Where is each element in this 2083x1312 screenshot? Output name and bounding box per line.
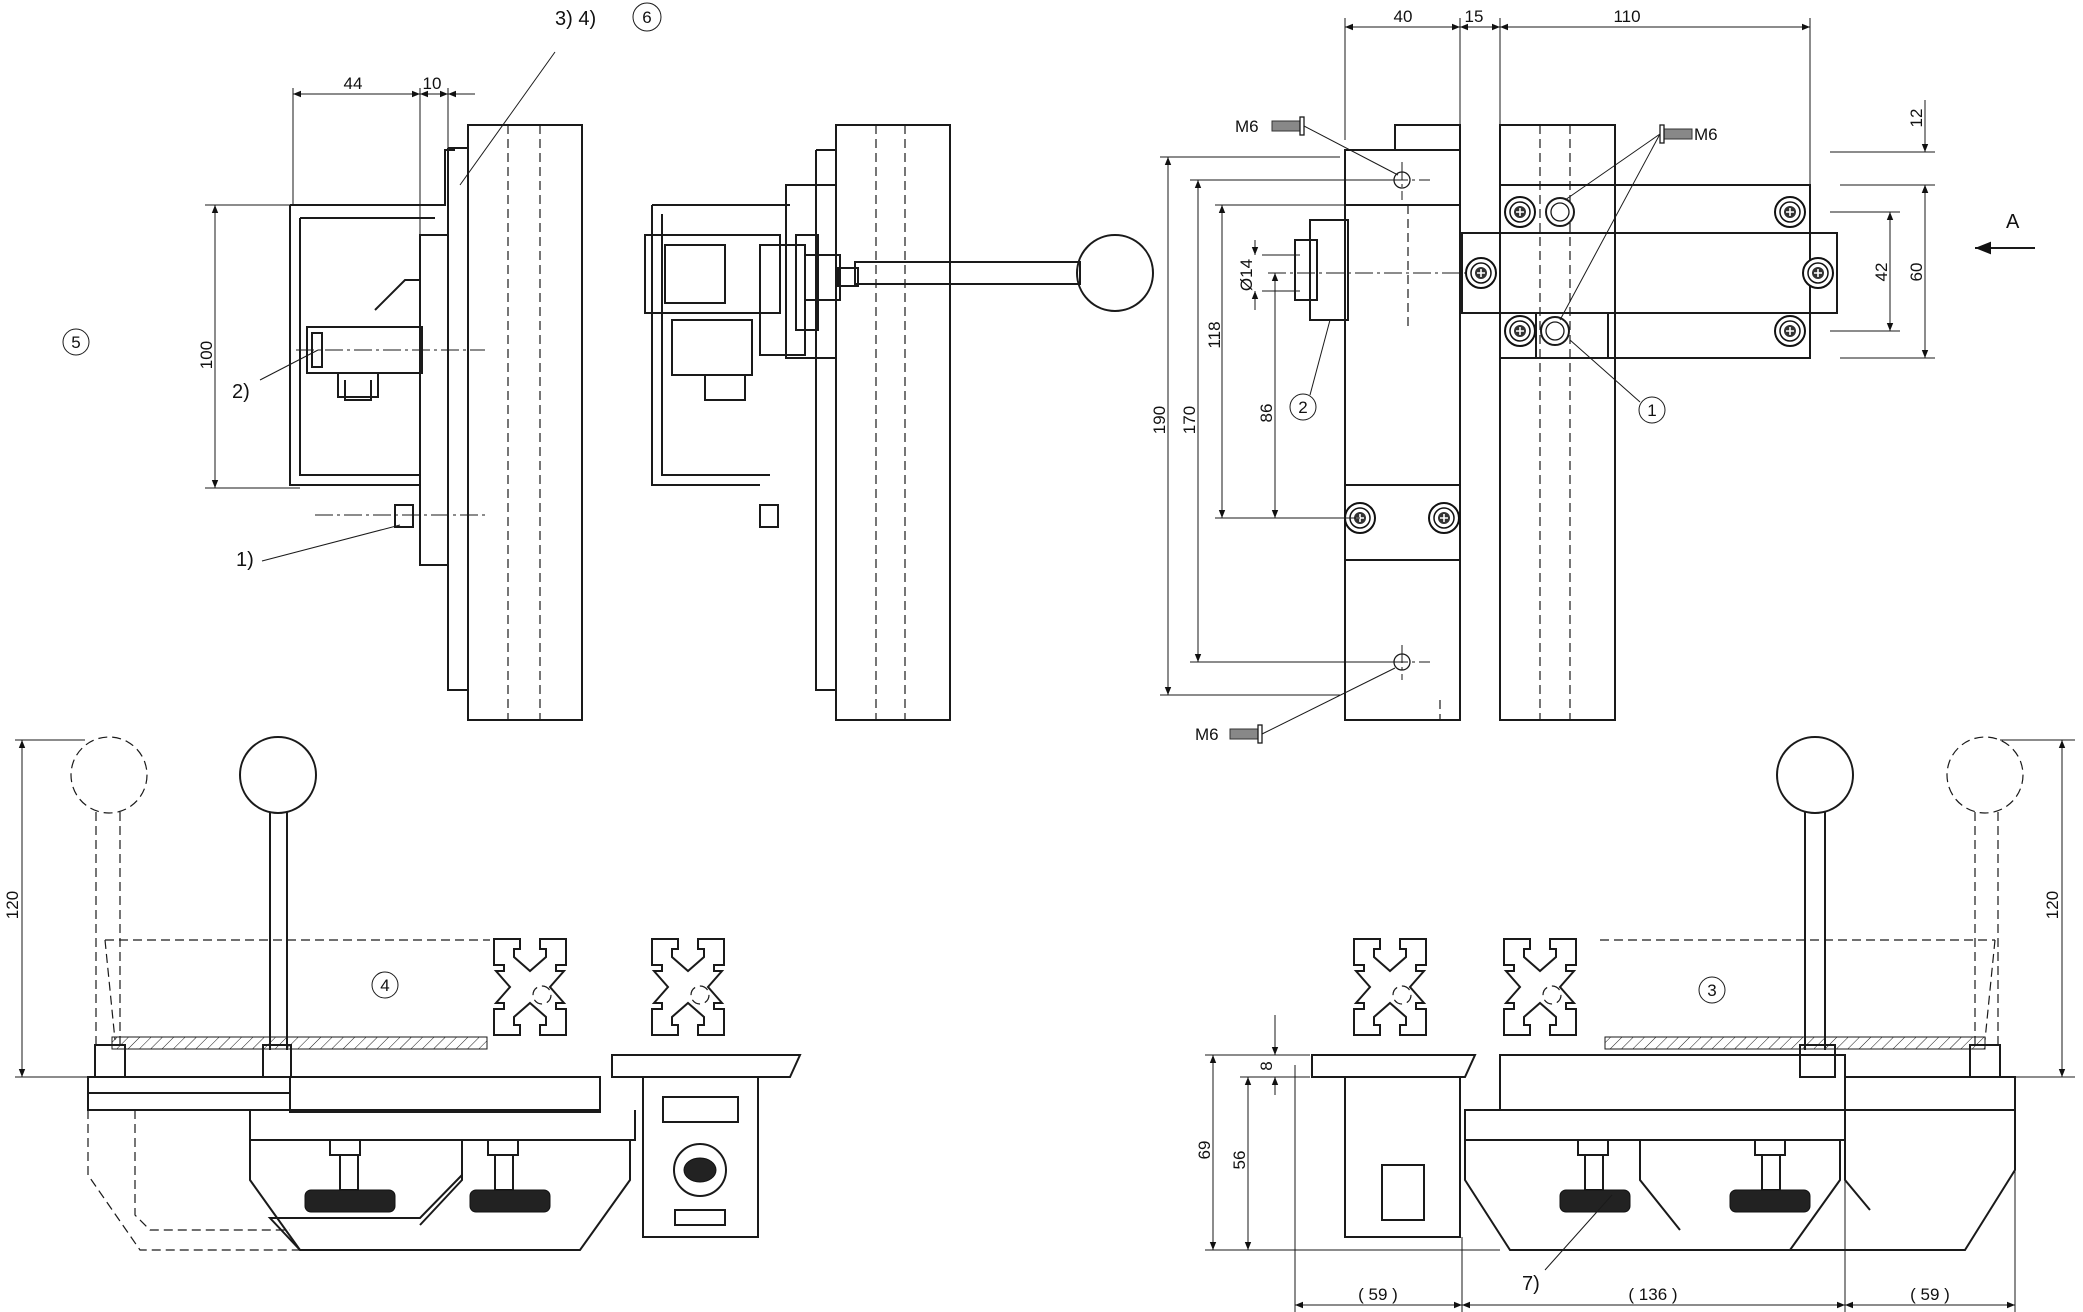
dim-120-right: 120: [2043, 891, 2062, 919]
dim-42: 42: [1872, 263, 1891, 282]
thread-m6-bottom: M6: [1195, 725, 1219, 744]
dim-60: 60: [1907, 263, 1926, 282]
front-view-right: 40 15 110 12 60 42 A 190 170 118 86: [1150, 7, 2035, 744]
thread-m6-top-left: M6: [1235, 117, 1259, 136]
dim-69: 69: [1195, 1141, 1214, 1160]
dim-8: 8: [1257, 1061, 1276, 1070]
dim-10: 10: [423, 74, 442, 93]
dim-59-left: ( 59 ): [1358, 1285, 1398, 1304]
view-arrow-label: A: [2006, 211, 2020, 233]
callout-2: 2: [1298, 398, 1307, 417]
note-1: 1): [236, 549, 254, 571]
dim-118: 118: [1205, 321, 1224, 348]
callout-3: 3: [1707, 981, 1716, 1000]
dim-86: 86: [1257, 404, 1276, 423]
callout-4: 4: [380, 976, 389, 995]
dim-15: 15: [1465, 7, 1484, 26]
dim-110: 110: [1613, 7, 1640, 26]
dim-190: 190: [1150, 406, 1169, 434]
dim-136: ( 136 ): [1628, 1285, 1677, 1304]
dim-40: 40: [1394, 7, 1413, 26]
side-view-left: 44 10 100 3) 4) 6 2) 1) 5: [62, 2, 662, 721]
dim-12: 12: [1907, 109, 1926, 128]
callout-1: 1: [1647, 401, 1656, 420]
callout-5: 5: [71, 333, 80, 352]
dim-dia14: Ø14: [1237, 259, 1256, 291]
dim-120-left: 120: [3, 891, 22, 919]
dim-56: 56: [1230, 1151, 1249, 1170]
dim-170: 170: [1180, 406, 1199, 434]
dim-44: 44: [344, 74, 363, 93]
dim-100: 100: [197, 341, 216, 369]
top-view-right: 120 3 69 56 8: [1195, 736, 2075, 1312]
side-view-middle: [644, 124, 1154, 721]
note-7: 7): [1522, 1273, 1540, 1295]
note-3-4: 3) 4): [555, 8, 596, 30]
top-view-left: 120 4: [3, 736, 802, 1251]
note-2: 2): [232, 381, 250, 403]
callout-6: 6: [642, 8, 651, 27]
dim-59-right: ( 59 ): [1910, 1285, 1950, 1304]
thread-m6-top-right: M6: [1694, 125, 1718, 144]
